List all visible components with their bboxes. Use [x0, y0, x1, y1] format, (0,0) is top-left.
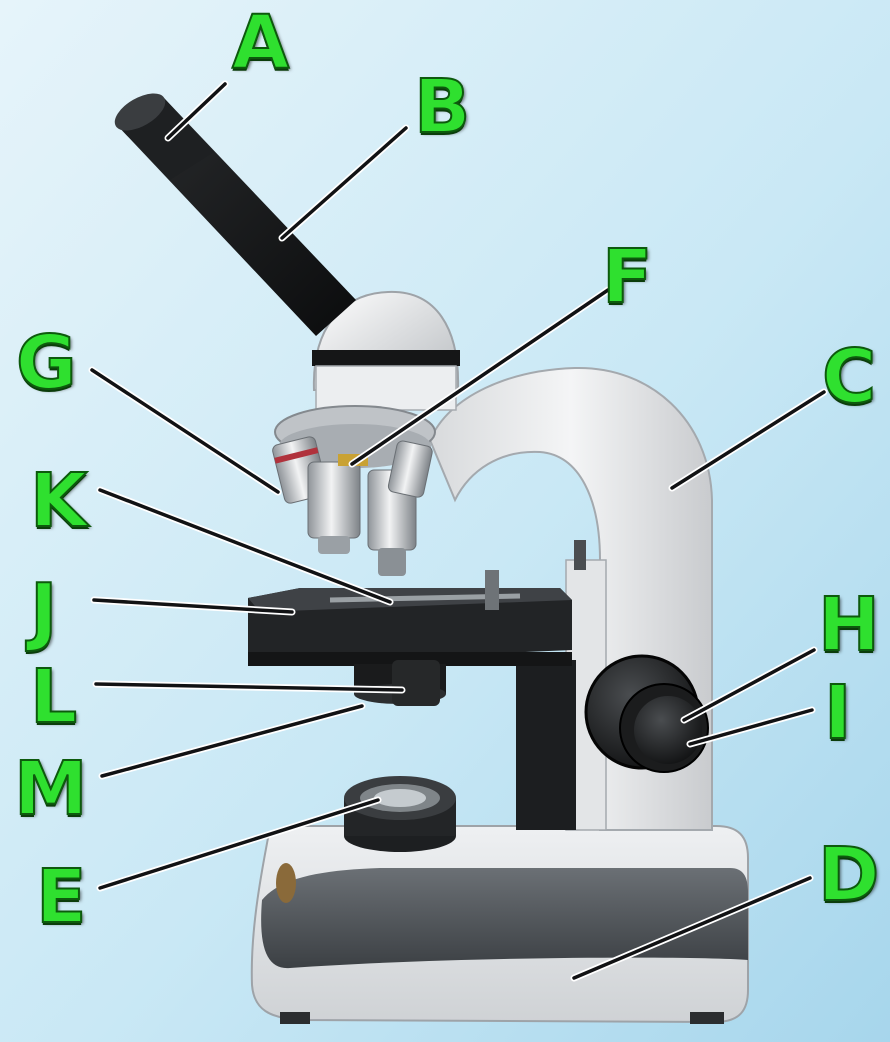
label-h: H	[818, 588, 880, 662]
objective-lenses	[271, 436, 433, 576]
eyepiece-tube	[109, 86, 356, 336]
label-b: B	[414, 70, 470, 144]
stage-pillar	[516, 660, 576, 830]
label-e: E	[36, 860, 87, 934]
label-k: K	[30, 464, 87, 538]
microscope-base	[252, 826, 748, 1024]
label-j: J	[30, 574, 58, 648]
stage	[248, 540, 586, 666]
label-d: D	[818, 838, 879, 912]
label-a: A	[232, 6, 289, 80]
label-f: F	[602, 240, 653, 314]
label-i: I	[824, 676, 852, 750]
label-l: L	[30, 660, 77, 734]
light-source	[344, 776, 456, 852]
label-c: C	[822, 340, 876, 414]
condenser	[354, 660, 446, 706]
label-m: M	[14, 752, 88, 826]
label-g: G	[16, 326, 77, 400]
